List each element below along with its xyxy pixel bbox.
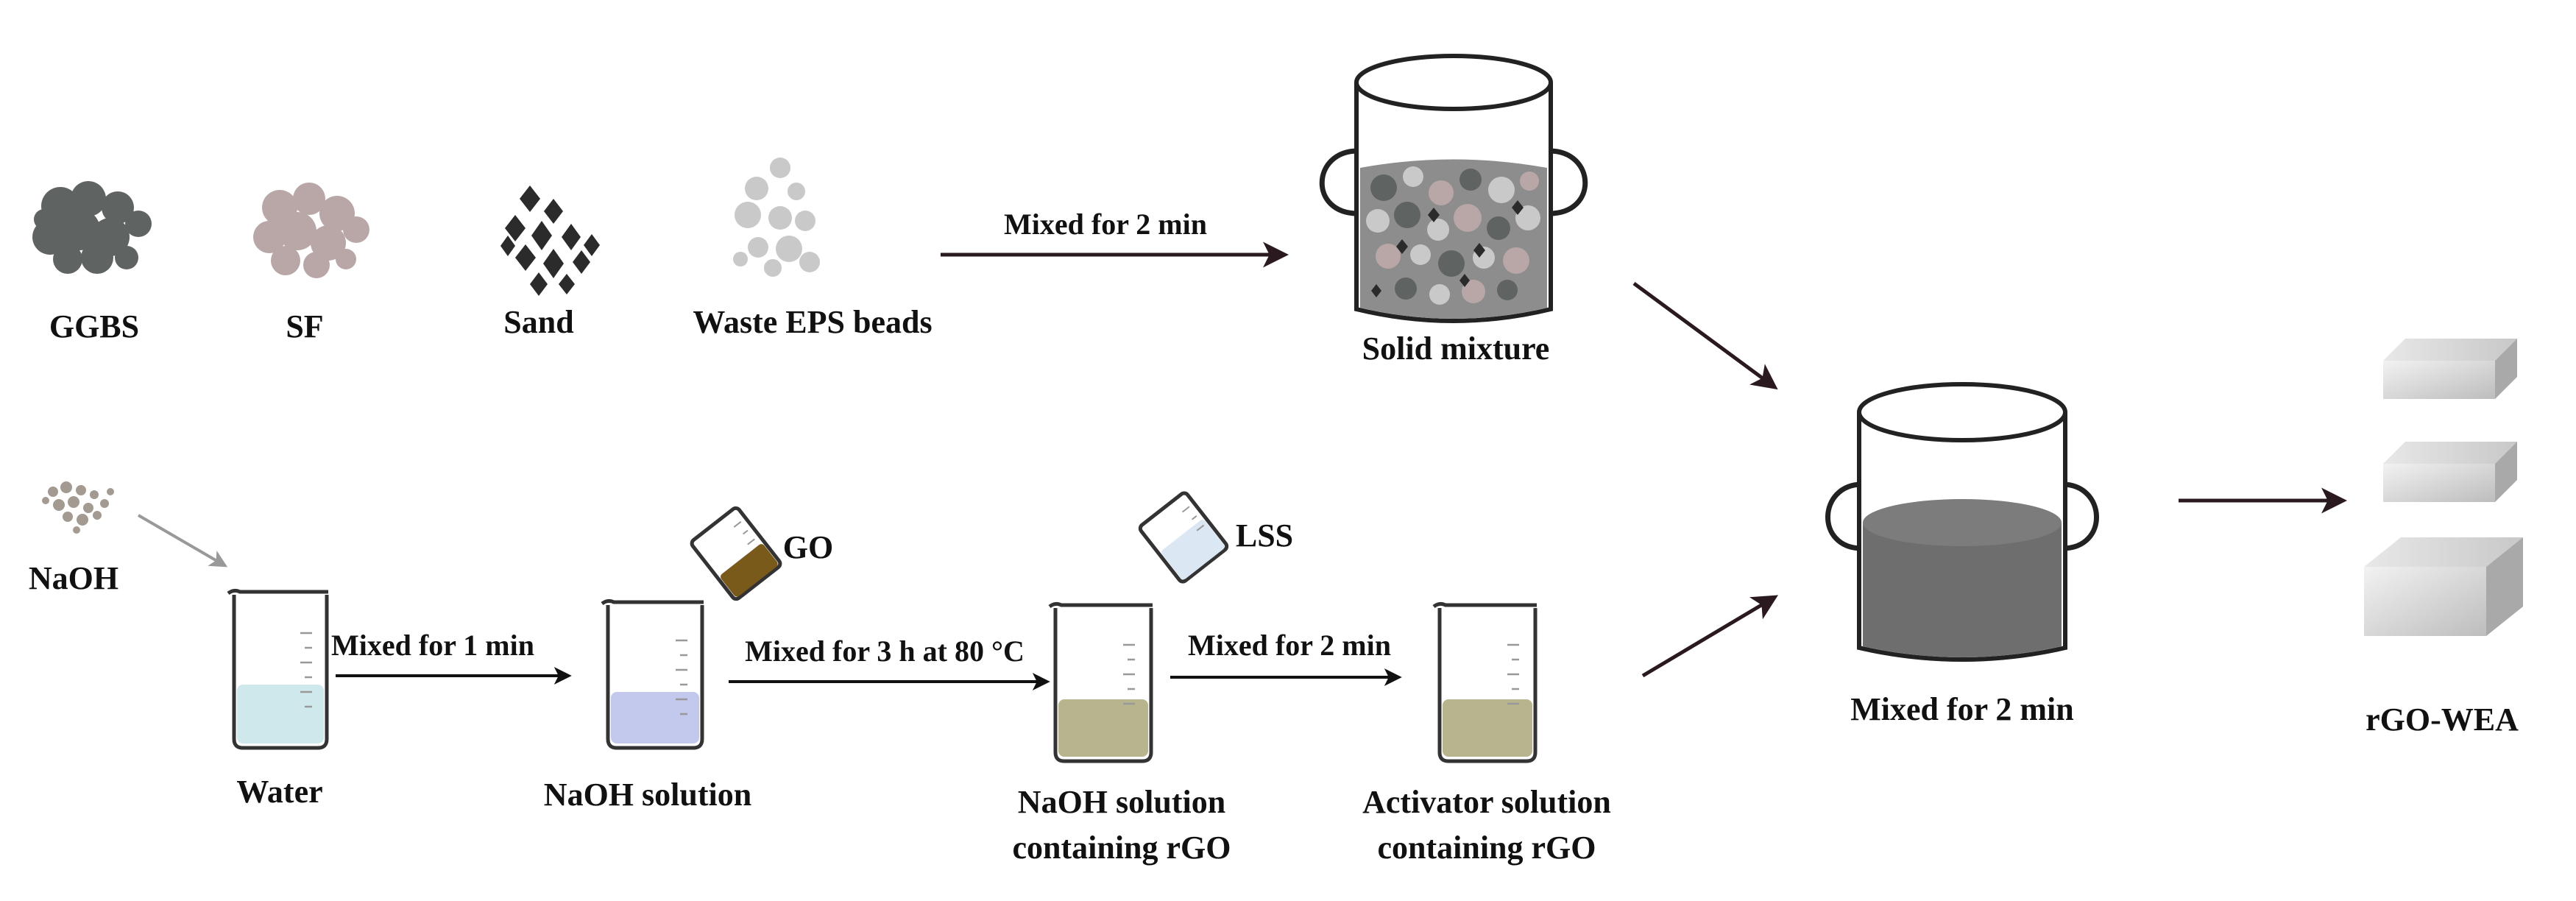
naoh-solution-beaker: NaOH solution — [544, 598, 751, 813]
activator-liquid — [1443, 699, 1532, 757]
naoh-solution-liquid — [611, 692, 699, 743]
pot-handle-right — [1549, 148, 1588, 216]
eps-label: Waste EPS beads — [693, 304, 932, 340]
solid-mixture-pot: Solid mixture — [1319, 54, 1588, 367]
product-block-2 — [2383, 442, 2517, 502]
naoh-label: NaOH — [29, 560, 118, 596]
product-blocks: rGO-WEA — [2364, 339, 2523, 738]
naoh-to-water-arrow — [137, 514, 228, 568]
water-liquid — [237, 685, 324, 743]
mix-1min-step: Mixed for 1 min — [331, 629, 572, 685]
go-label: GO — [783, 529, 833, 565]
pot-handle-left — [1319, 148, 1359, 216]
ggbs-material: GGBS — [32, 181, 152, 344]
naoh-rgo-label-line2: containing rGO — [1012, 830, 1231, 866]
product-block-1 — [2383, 339, 2517, 399]
water-label: Water — [236, 774, 322, 810]
eps-material: Waste EPS beads — [693, 158, 933, 340]
final-pot-handle-left — [1825, 481, 1863, 551]
sf-particles-icon — [253, 183, 369, 278]
naoh-rgo-label-line1: NaOH solution — [1018, 784, 1225, 820]
sf-material: SF — [253, 183, 369, 344]
mix-solids-label: Mixed for 2 min — [1004, 208, 1207, 241]
mix-solids-step: Mixed for 2 min — [941, 208, 1289, 268]
mix-1min-label: Mixed for 1 min — [331, 629, 534, 662]
product-block-3 — [2364, 537, 2523, 636]
naoh-rgo-beaker: NaOH solution containing rGO — [1012, 601, 1231, 866]
sf-label: SF — [286, 308, 323, 344]
final-pot-rim — [1857, 382, 2067, 442]
sand-material: Sand — [500, 186, 600, 340]
naoh-pellets-icon — [42, 481, 114, 534]
final-pot-handle-right — [2062, 481, 2099, 551]
final-mix-contents — [1863, 510, 2062, 657]
mix-2min-small-step: Mixed for 2 min — [1170, 629, 1402, 686]
product-label: rGO-WEA — [2366, 702, 2519, 738]
lss-reagent: LSS — [1138, 491, 1293, 584]
pot-rim — [1354, 54, 1553, 111]
eps-beads-icon — [733, 158, 820, 277]
activator-label-line1: Activator solution — [1362, 784, 1611, 820]
ggbs-label: GGBS — [49, 308, 139, 344]
mix-3h-label: Mixed for 3 h at 80 °C — [745, 635, 1025, 668]
solution-to-final-arrow — [1641, 595, 1779, 678]
ggbs-particles-icon — [32, 181, 152, 274]
activator-beaker: Activator solution containing rGO — [1362, 601, 1611, 866]
water-beaker-scale — [300, 632, 312, 708]
sand-grains-icon — [500, 186, 600, 296]
solid-mixture-particles — [1366, 166, 1540, 305]
solid-to-final-arrow — [1632, 281, 1778, 390]
water-beaker: Water — [227, 588, 329, 810]
naoh-material: NaOH — [29, 481, 228, 596]
naoh-solution-label: NaOH solution — [544, 777, 751, 813]
go-beaker-icon — [690, 506, 782, 601]
activator-label-line2: containing rGO — [1377, 830, 1596, 866]
mix-2min-small-label: Mixed for 2 min — [1188, 629, 1391, 662]
solid-mixture-label: Solid mixture — [1362, 331, 1550, 367]
mix-3h-step: Mixed for 3 h at 80 °C — [729, 635, 1050, 690]
go-reagent: GO — [690, 506, 833, 601]
naoh-rgo-liquid — [1058, 699, 1148, 757]
lss-beaker-icon — [1138, 491, 1229, 584]
lss-label: LSS — [1236, 517, 1293, 554]
final-mix-pot: Mixed for 2 min — [1825, 382, 2099, 727]
sand-label: Sand — [503, 304, 573, 340]
final-mix-label: Mixed for 2 min — [1850, 691, 2074, 727]
